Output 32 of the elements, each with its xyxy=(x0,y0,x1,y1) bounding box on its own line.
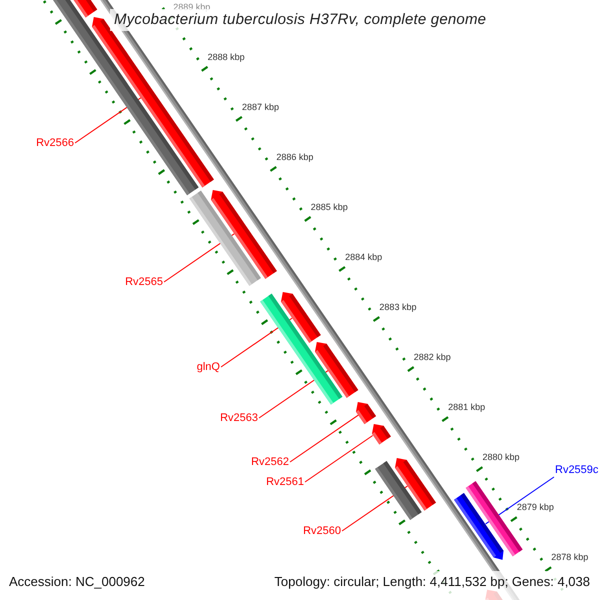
scale-label: 2881 kbp xyxy=(448,402,486,414)
leader-line xyxy=(304,435,374,482)
gene-label: Rv2560 xyxy=(303,524,341,538)
gene-label: Rv2566 xyxy=(36,136,74,150)
scale-label: 2880 kbp xyxy=(482,452,520,464)
scale-label: 2882 kbp xyxy=(414,352,451,364)
gene-block xyxy=(280,292,321,344)
gene-label: Rv2565 xyxy=(125,276,163,288)
scale-label: 2883 kbp xyxy=(379,302,416,314)
gene-label: Rv2561 xyxy=(266,476,304,488)
leader-line xyxy=(220,318,293,368)
scale-label: 2884 kbp xyxy=(345,252,382,263)
gene-label: Rv2562 xyxy=(251,456,289,468)
genome-summary: Topology: circular; Length: 4,411,532 bp; Genes: 4,038 xyxy=(274,574,590,590)
gene-block xyxy=(454,492,504,560)
scale-label: 2888 kbp xyxy=(208,52,245,63)
gene-label: Rv2559c xyxy=(555,464,598,476)
gene-block xyxy=(372,424,390,444)
leader-line xyxy=(164,233,235,282)
scale-label: 2886 kbp xyxy=(276,152,314,163)
scale-label: 2878 kbp xyxy=(551,552,588,564)
leader-line xyxy=(290,414,360,462)
scale-label: 2885 kbp xyxy=(310,202,348,213)
gene-label: glnQ xyxy=(196,360,220,374)
scale-label: 2879 kbp xyxy=(516,502,554,514)
gene-block xyxy=(394,458,436,510)
gene-label: Rv2563 xyxy=(220,412,258,424)
scale-label: 2887 kbp xyxy=(242,102,280,113)
gene-block xyxy=(315,342,359,398)
gene-block xyxy=(210,190,277,279)
gene-block xyxy=(356,402,376,424)
accession-text: Accession: NC_000962 xyxy=(9,574,145,590)
